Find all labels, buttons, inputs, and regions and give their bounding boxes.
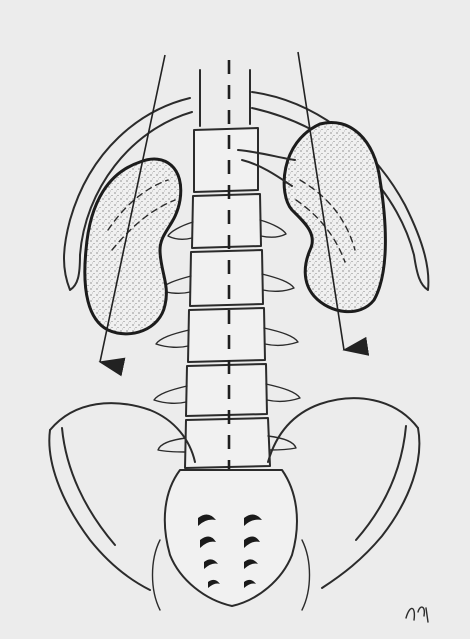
left-kidney bbox=[85, 159, 181, 334]
right-kidney bbox=[284, 122, 385, 311]
vertebral-column bbox=[154, 70, 300, 468]
artist-signature bbox=[406, 607, 428, 622]
